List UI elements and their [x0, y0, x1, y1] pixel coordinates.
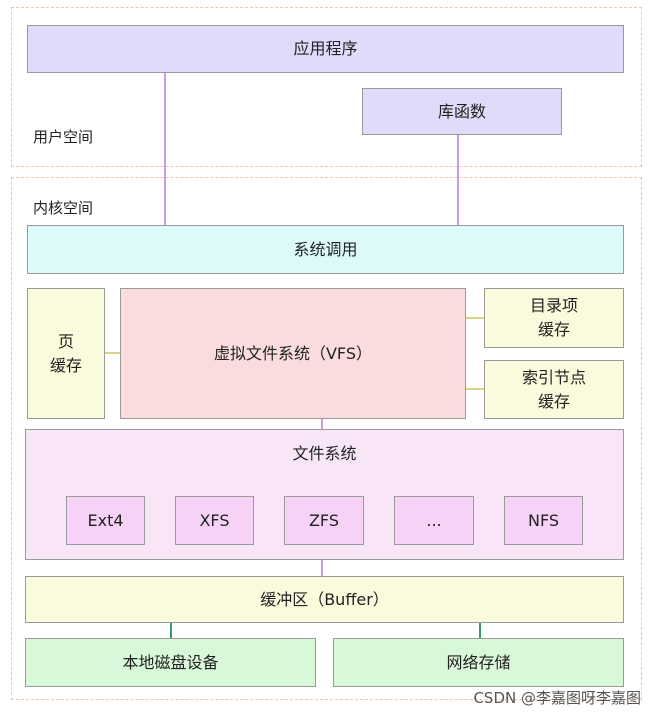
fs-type-nfs: NFS	[504, 496, 583, 545]
user-space-label: 用户空间	[33, 128, 94, 146]
dentry-cache-connector	[465, 317, 484, 319]
inode-cache-box: 索引节点 缓存	[484, 360, 624, 419]
fs-type-zfs: ZFS	[284, 496, 364, 545]
local-disk-box: 本地磁盘设备	[25, 638, 316, 687]
buffer-to-network-connector	[479, 622, 481, 638]
buffer-to-disk-connector	[170, 622, 172, 638]
application-box: 应用程序	[27, 25, 624, 73]
vfs-box: 虚拟文件系统（VFS）	[120, 288, 466, 419]
page-cache-connector	[105, 352, 121, 354]
vfs-to-filesystem-connector	[321, 418, 323, 430]
kernel-space-region	[11, 177, 642, 700]
filesystem-to-buffer-connector	[321, 560, 323, 576]
kernel-space-label: 内核空间	[33, 199, 94, 217]
watermark: CSDN @李嘉图呀李嘉图	[473, 689, 641, 707]
app-to-syscall-connector	[164, 72, 166, 226]
filesystem-title: 文件系统	[292, 444, 357, 463]
syscall-box: 系统调用	[27, 225, 624, 274]
page-cache-box: 页 缓存	[27, 288, 105, 419]
user-space-region	[11, 7, 642, 167]
inode-cache-connector	[465, 388, 484, 390]
network-storage-box: 网络存储	[333, 638, 624, 687]
fs-type-ext4: Ext4	[66, 496, 145, 545]
fs-type-xfs: XFS	[175, 496, 254, 545]
dentry-cache-box: 目录项 缓存	[484, 288, 624, 348]
fs-type-ellipsis: ...	[394, 496, 474, 545]
buffer-box: 缓冲区（Buffer）	[25, 576, 624, 623]
library-box: 库函数	[362, 88, 562, 135]
library-to-syscall-connector	[457, 134, 459, 226]
